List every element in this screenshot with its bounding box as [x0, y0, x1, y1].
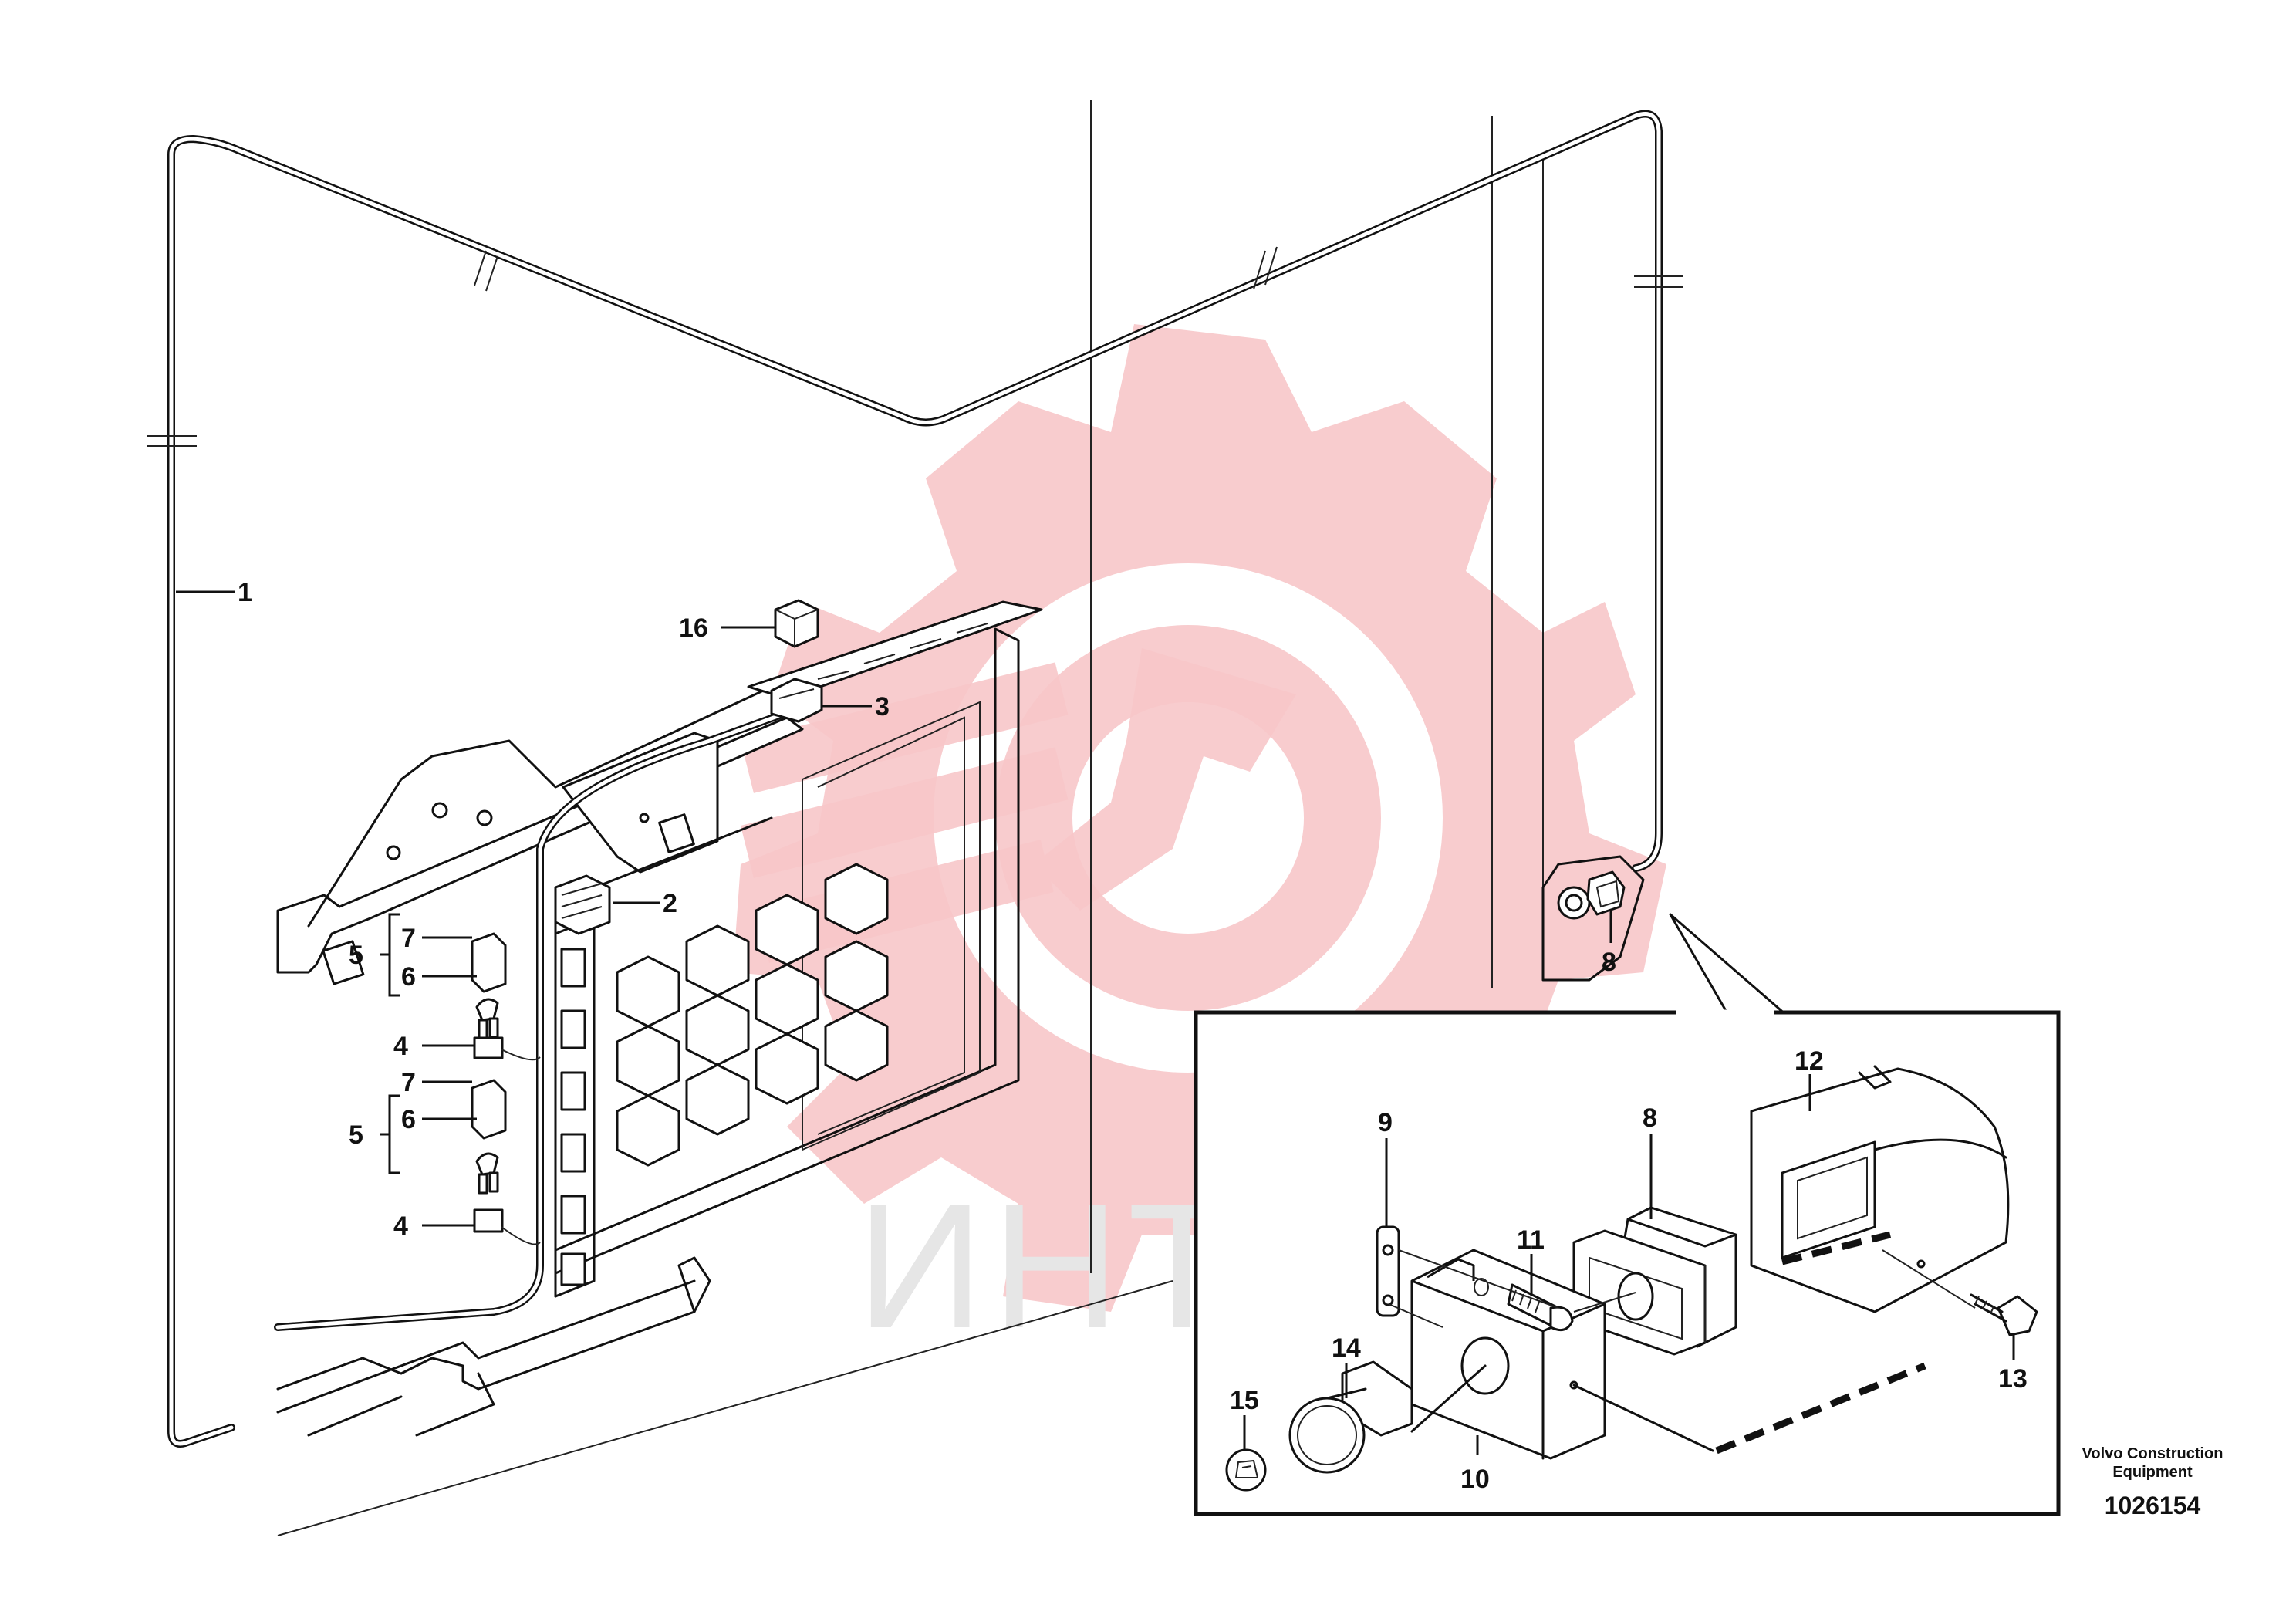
caption-company-line2: Equipment	[2112, 1464, 2193, 1481]
callout-6: 6	[401, 962, 416, 992]
knob-14	[1288, 1360, 1413, 1474]
callout-16: 16	[679, 613, 708, 643]
assembly-lines	[1388, 1231, 1976, 1455]
callout-5: 5	[349, 1120, 363, 1150]
callout-7: 7	[401, 1068, 416, 1097]
callout-13: 13	[1998, 1364, 2028, 1394]
caption-company-line1: Volvo Construction	[2082, 1445, 2223, 1462]
callout-1: 1	[238, 578, 252, 607]
callout-7: 7	[401, 924, 416, 953]
fuse-6a	[475, 998, 499, 1040]
connector-4a	[473, 1036, 504, 1059]
callout-8: 8	[1602, 948, 1616, 977]
callout-12: 12	[1795, 1046, 1824, 1076]
pin-9	[1376, 1225, 1400, 1317]
switch-8-detail	[1572, 1206, 1737, 1356]
switch-8-installed	[1541, 855, 1645, 982]
callout-14: 14	[1332, 1333, 1361, 1363]
pigtail-wire	[501, 1049, 541, 1245]
relay-blocks	[616, 863, 889, 1167]
break-mark	[147, 246, 1683, 447]
relay-3	[770, 678, 823, 723]
callout-8-detail: 8	[1643, 1103, 1657, 1133]
fuse-6b	[475, 1152, 499, 1195]
fuse-slots	[560, 948, 586, 1286]
connector-4b	[473, 1208, 504, 1233]
callout-3: 3	[875, 692, 890, 721]
leader-lines	[176, 590, 2015, 1455]
caption-figure-number: 1026154	[2105, 1492, 2201, 1519]
callout-6: 6	[401, 1105, 416, 1134]
relay-16	[774, 599, 819, 648]
cable-harness	[147, 110, 1683, 1448]
callout-4: 4	[393, 1032, 408, 1061]
callout-5: 5	[349, 941, 363, 970]
callout-2: 2	[663, 889, 677, 918]
callout-9: 9	[1378, 1108, 1393, 1137]
screw-13	[1970, 1293, 2038, 1336]
callout-15: 15	[1230, 1386, 1259, 1415]
fuse-holder-7b	[471, 1079, 507, 1140]
decal-15	[1225, 1448, 1267, 1492]
callout-10: 10	[1460, 1465, 1490, 1494]
fuse-holder-7a	[471, 932, 507, 993]
callout-4: 4	[393, 1211, 408, 1241]
connector-2	[554, 874, 611, 935]
callout-11: 11	[1517, 1225, 1545, 1255]
floor-edge-line	[277, 1280, 1173, 1536]
electrical-panel	[274, 600, 1043, 1437]
